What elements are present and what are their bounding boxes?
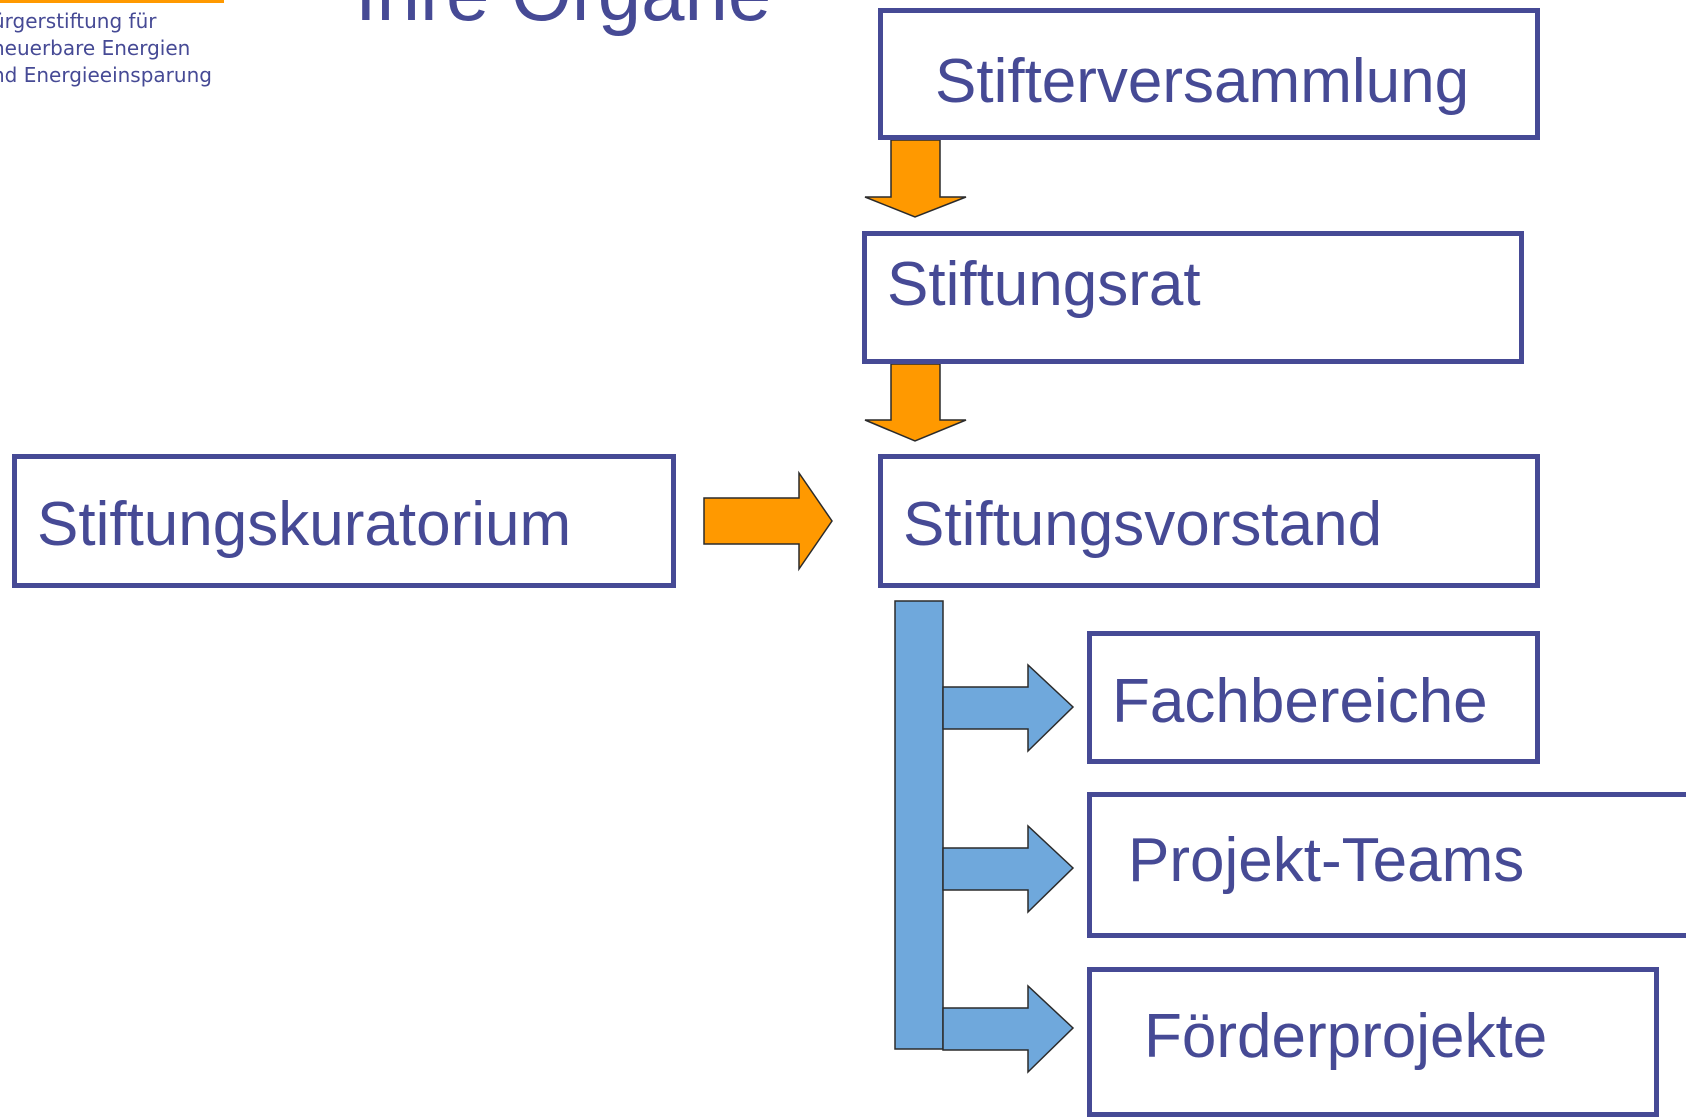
blue-branch-bar <box>894 600 944 1050</box>
box-stiftungskuratorium: Stiftungskuratorium <box>12 454 676 588</box>
arrow-right-to-fachbereiche <box>942 663 1075 753</box>
logo-accent-bar <box>0 0 224 3</box>
label-stiftungsrat: Stiftungsrat <box>887 250 1201 319</box>
label-fachbereiche: Fachbereiche <box>1112 667 1488 736</box>
box-stiftungsrat: Stiftungsrat <box>862 231 1524 364</box>
label-stiftungskuratorium: Stiftungskuratorium <box>37 490 572 559</box>
label-foerderprojekte: Förderprojekte <box>1144 1002 1548 1071</box>
foundation-logo: ürgerstiftung für neuerbare Energien nd … <box>0 0 240 100</box>
page-title: Ihre Organe <box>355 0 771 38</box>
logo-text-line-1: ürgerstiftung für <box>0 9 157 33</box>
box-stifterversammlung: Stifterversammlung <box>878 8 1540 140</box>
arrow-right-to-foerderprojekte <box>942 984 1075 1074</box>
arrow-right-kuratorium-to-vorstand <box>703 470 833 572</box>
box-projekt-teams: Projekt-Teams <box>1087 792 1686 938</box>
logo-text-line-2: neuerbare Energien <box>0 36 191 60</box>
label-projekt-teams: Projekt-Teams <box>1128 826 1525 895</box>
box-foerderprojekte: Förderprojekte <box>1087 967 1659 1117</box>
logo-text-line-3: nd Energieeinsparung <box>0 63 212 87</box>
label-stiftungsvorstand: Stiftungsvorstand <box>903 490 1383 559</box>
arrow-right-to-projekt-teams <box>942 824 1075 914</box>
label-stifterversammlung: Stifterversammlung <box>935 47 1470 116</box>
box-stiftungsvorstand: Stiftungsvorstand <box>878 454 1540 588</box>
box-fachbereiche: Fachbereiche <box>1087 631 1540 764</box>
arrow-down-stiftungsrat-to-stiftungsvorstand <box>864 363 967 442</box>
arrow-down-stifterversammlung-to-stiftungsrat <box>864 139 967 218</box>
